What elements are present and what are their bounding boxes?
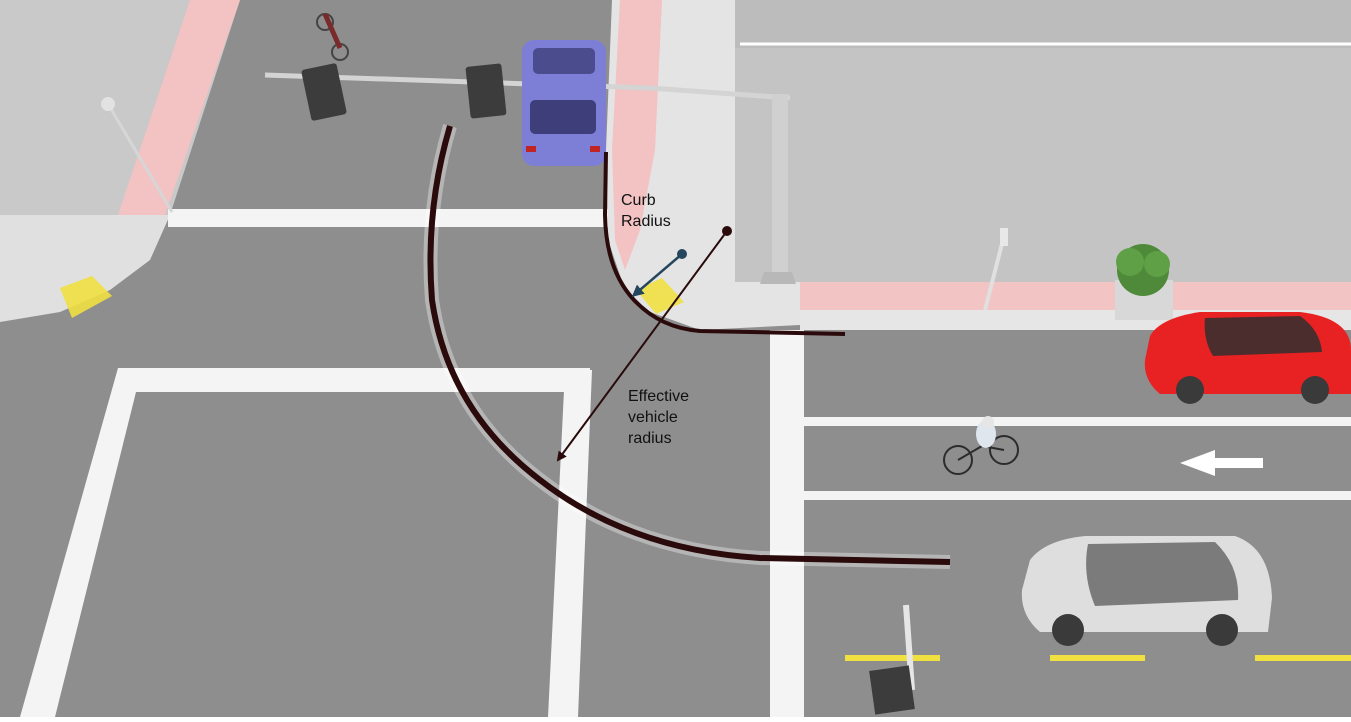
car-icon: [1022, 536, 1272, 646]
car-icon: [522, 40, 606, 166]
center-line: [845, 655, 1351, 661]
traffic-signal-icon: [465, 63, 506, 118]
curb-radius-label: Curb Radius: [621, 190, 671, 232]
car-icon: [1145, 312, 1351, 404]
effective-vehicle-radius-label: Effective vehicle radius: [628, 386, 689, 449]
northeast-corner: [606, 0, 1351, 330]
